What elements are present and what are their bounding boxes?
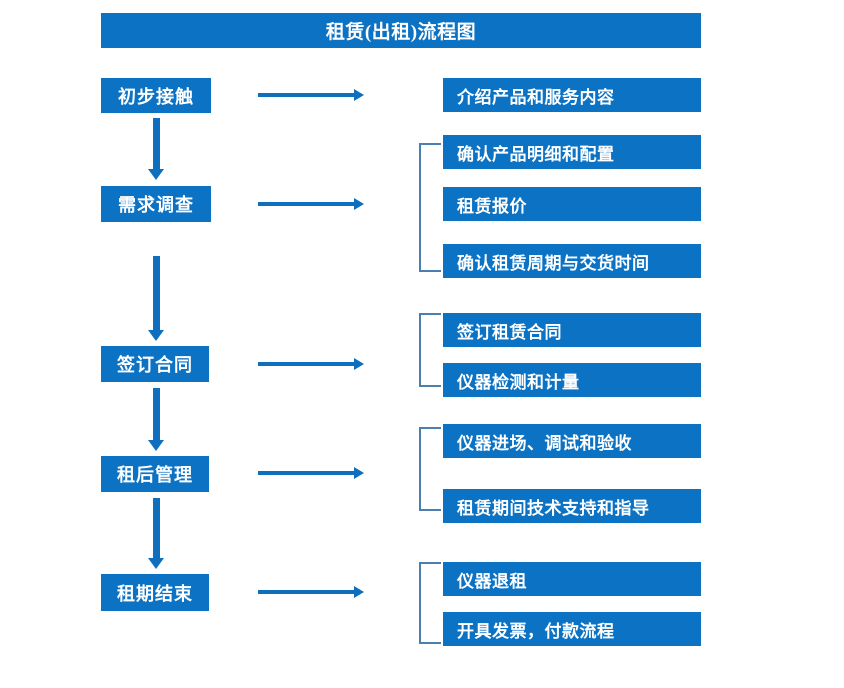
detail-box-7[interactable]: 仪器进场、调试和验收 <box>443 424 701 458</box>
detail-box-3[interactable]: 租赁报价 <box>443 187 701 221</box>
chart-title: 租赁(出租)流程图 <box>101 13 701 48</box>
detail-box-5[interactable]: 签订租赁合同 <box>443 313 701 347</box>
detail-box-8[interactable]: 租赁期间技术支持和指导 <box>443 489 701 523</box>
stage-box-2[interactable]: 需求调查 <box>101 186 211 222</box>
vertical-arrow-4 <box>148 498 164 569</box>
vertical-arrow-3 <box>148 388 164 451</box>
horizontal-arrow-2 <box>258 198 364 210</box>
horizontal-arrow-4 <box>258 467 364 479</box>
horizontal-arrow-1 <box>258 89 364 101</box>
group-bracket-5 <box>419 562 441 644</box>
detail-box-9[interactable]: 仪器退租 <box>443 562 701 596</box>
group-bracket-4 <box>419 427 441 511</box>
stage-box-4[interactable]: 租后管理 <box>101 456 209 492</box>
horizontal-arrow-3 <box>258 358 364 370</box>
stage-box-1[interactable]: 初步接触 <box>101 78 211 113</box>
group-bracket-3 <box>419 313 441 387</box>
vertical-arrow-2 <box>148 256 164 341</box>
detail-box-4[interactable]: 确认租赁周期与交货时间 <box>443 244 701 278</box>
detail-box-1[interactable]: 介绍产品和服务内容 <box>443 78 701 112</box>
horizontal-arrow-5 <box>258 586 364 598</box>
detail-box-2[interactable]: 确认产品明细和配置 <box>443 135 701 169</box>
stage-box-5[interactable]: 租期结束 <box>101 574 209 611</box>
group-bracket-2 <box>419 143 441 272</box>
stage-box-3[interactable]: 签订合同 <box>101 346 209 382</box>
detail-box-6[interactable]: 仪器检测和计量 <box>443 363 701 397</box>
detail-box-10[interactable]: 开具发票，付款流程 <box>443 612 701 646</box>
vertical-arrow-1 <box>148 118 164 180</box>
